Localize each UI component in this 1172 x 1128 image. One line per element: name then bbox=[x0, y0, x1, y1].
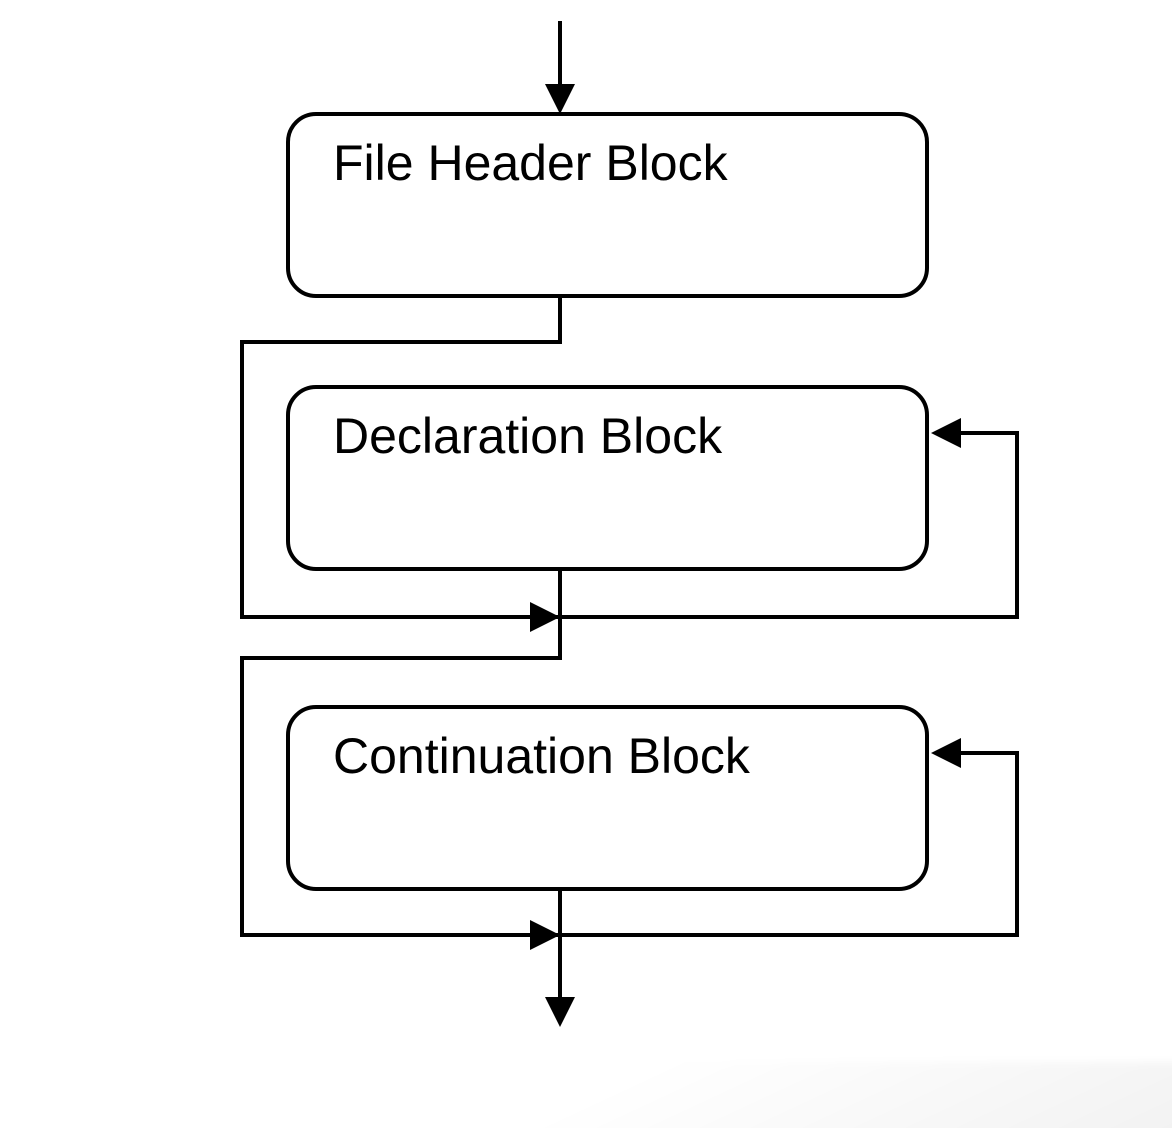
node-declaration-block: Declaration Block bbox=[286, 385, 929, 571]
arrowhead-down-icon bbox=[545, 997, 575, 1027]
arrowhead-right-icon bbox=[530, 602, 560, 632]
arrowhead-down-icon bbox=[545, 84, 575, 114]
declaration-bypass-and-loop-line bbox=[240, 294, 1019, 619]
node-continuation-block: Continuation Block bbox=[286, 705, 929, 891]
node-label: Continuation Block bbox=[333, 728, 750, 784]
background-shade bbox=[360, 1062, 1172, 1128]
arrowhead-right-icon bbox=[530, 920, 560, 950]
continuation-bypass-and-loop-line bbox=[240, 567, 1019, 937]
arrowhead-left-icon bbox=[931, 738, 961, 768]
node-file-header-block: File Header Block bbox=[286, 112, 929, 298]
node-label: Declaration Block bbox=[333, 408, 723, 464]
arrowhead-left-icon bbox=[931, 418, 961, 448]
node-label: File Header Block bbox=[333, 135, 728, 191]
